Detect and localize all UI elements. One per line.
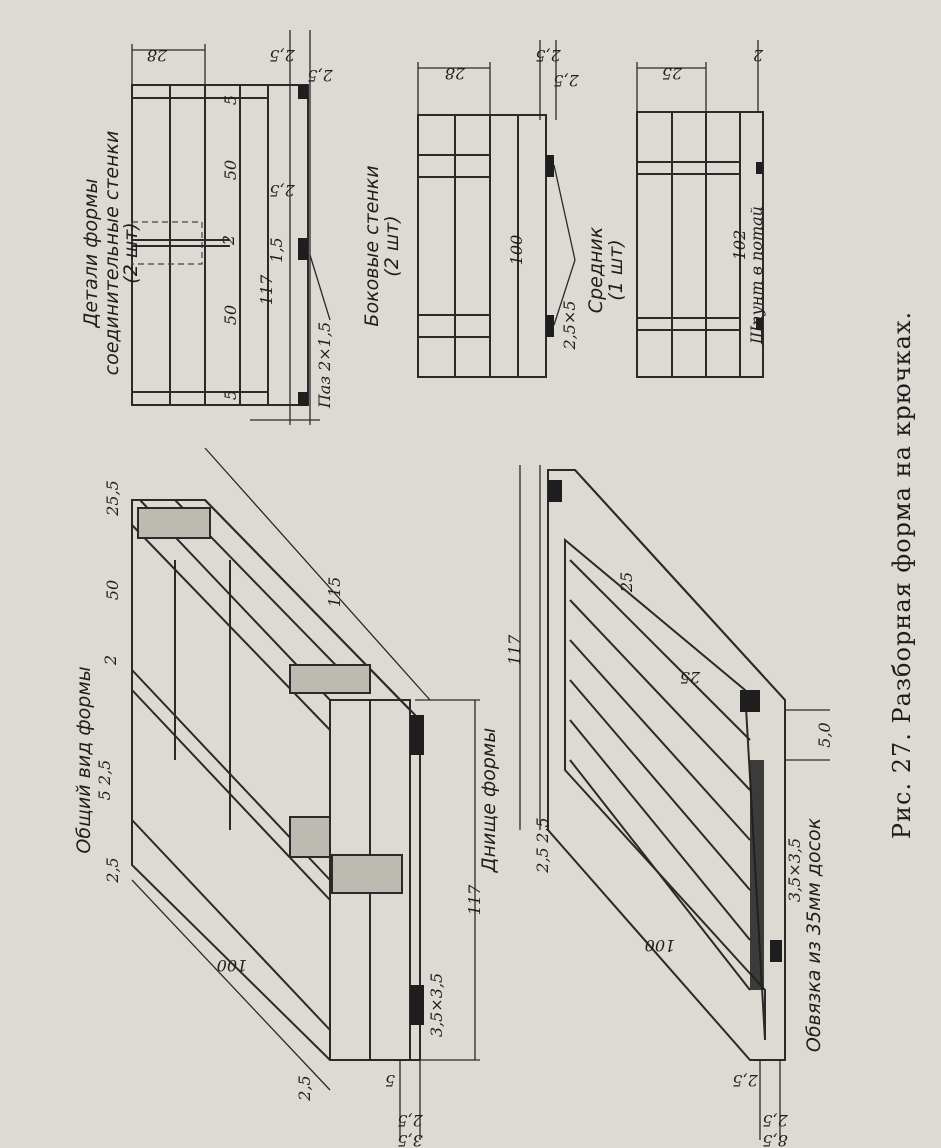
dim-2-5: 2,5 <box>397 1111 423 1130</box>
side-walls-count: (2 шт) <box>381 215 403 276</box>
dim-102: 102 <box>730 230 749 261</box>
dim-2-5x5: 2,5×5 <box>560 300 579 350</box>
dim-5: 5 <box>221 95 240 105</box>
dim-2-5: 2,5 <box>307 66 333 85</box>
dim-2-5: 2,5 <box>732 1071 758 1090</box>
dim-2: 2 <box>101 655 120 666</box>
dim-2-5: 2,5 <box>103 857 122 883</box>
dim-100: 100 <box>507 235 526 266</box>
dim-25: 25 <box>662 64 683 83</box>
groove-label: Паз 2×1,5 <box>315 322 334 409</box>
general-view-labels: Общий вид формы 25,5 50 2 115 5 2,5 2,5 … <box>73 480 484 1148</box>
cladding-label: Обвязка из 35мм досок <box>803 817 825 1052</box>
dim-2-5: 2,5 <box>762 1111 788 1130</box>
dim-8-5: 8,5 <box>762 1131 787 1148</box>
dim-5-0: 5,0 <box>815 722 834 747</box>
dim-2: 2 <box>753 46 764 65</box>
dim-3-5: 3,5 <box>397 1131 422 1148</box>
figure-caption: Рис. 27. Разборная форма на крючках. <box>888 311 916 839</box>
middle-labels: Средник (1 шт) 25 2 102 Шпунт в потай <box>585 46 766 345</box>
tongue-label: Шпунт в потай <box>747 206 766 345</box>
dim-5: 5 <box>221 390 240 400</box>
bottom-drawing <box>519 465 830 1140</box>
bottom-labels: Днище формы 117 2,5 25 2,5 25 100 3,5×3,… <box>478 572 834 1148</box>
dim-2: 2 <box>219 235 238 246</box>
connecting-walls-count: (2 шт) <box>120 222 142 283</box>
dim-5: 5 <box>385 1071 395 1090</box>
dim-2-5: 2,5 <box>535 46 561 65</box>
connecting-wall-labels: Детали формы соединительные стенки (2 шт… <box>80 46 334 409</box>
dim-5-2-5: 5 2,5 <box>95 760 114 801</box>
dim-50: 50 <box>221 160 240 180</box>
dim-25-5: 25,5 <box>103 480 122 517</box>
connecting-wall-drawing <box>131 30 331 425</box>
dim-2-5: 2,5 <box>295 1075 314 1101</box>
dim-100: 100 <box>217 956 248 975</box>
dim-117: 117 <box>465 884 484 915</box>
dim-117: 117 <box>505 634 524 665</box>
dim-2-5: 2,5 <box>533 847 552 873</box>
connecting-walls-label: соединительные стенки <box>101 131 123 376</box>
bottom-label: Днище формы <box>478 728 500 874</box>
side-walls-label: Боковые стенки <box>361 165 383 326</box>
middle-drawing <box>636 40 764 378</box>
middle-label: Средник <box>585 226 607 313</box>
general-view-label: Общий вид формы <box>73 666 95 853</box>
details-title: Детали формы <box>80 178 102 328</box>
dim-117: 117 <box>257 274 276 305</box>
dim-1-5: 1,5 <box>267 237 286 262</box>
middle-outline <box>636 111 764 378</box>
dim-25: 25 <box>617 572 636 593</box>
side-wall-drawing <box>417 40 576 378</box>
side-wall-outline <box>417 114 547 378</box>
dim-2-5: 2,5 <box>269 181 295 200</box>
middle-count: (1 шт) <box>605 239 627 300</box>
dim-2-5: 2,5 <box>269 46 295 65</box>
dim-28: 28 <box>147 46 168 65</box>
dim-2-5: 2,5 <box>533 817 552 843</box>
dim-3-5x3-5: 3,5×3,5 <box>427 973 446 1037</box>
dim-115: 115 <box>325 577 344 608</box>
dim-25: 25 <box>680 668 701 687</box>
dim-50: 50 <box>103 580 122 600</box>
dim-50: 50 <box>221 305 240 325</box>
side-wall-labels: Боковые стенки (2 шт) 28 2,5 2,5 100 2,5… <box>361 46 580 351</box>
dim-100: 100 <box>645 936 676 955</box>
dim-28: 28 <box>445 64 466 83</box>
dim-2-5: 2,5 <box>553 71 579 90</box>
dim-3-5x3-5: 3,5×3,5 <box>785 838 804 902</box>
general-view-drawing <box>131 447 480 1140</box>
